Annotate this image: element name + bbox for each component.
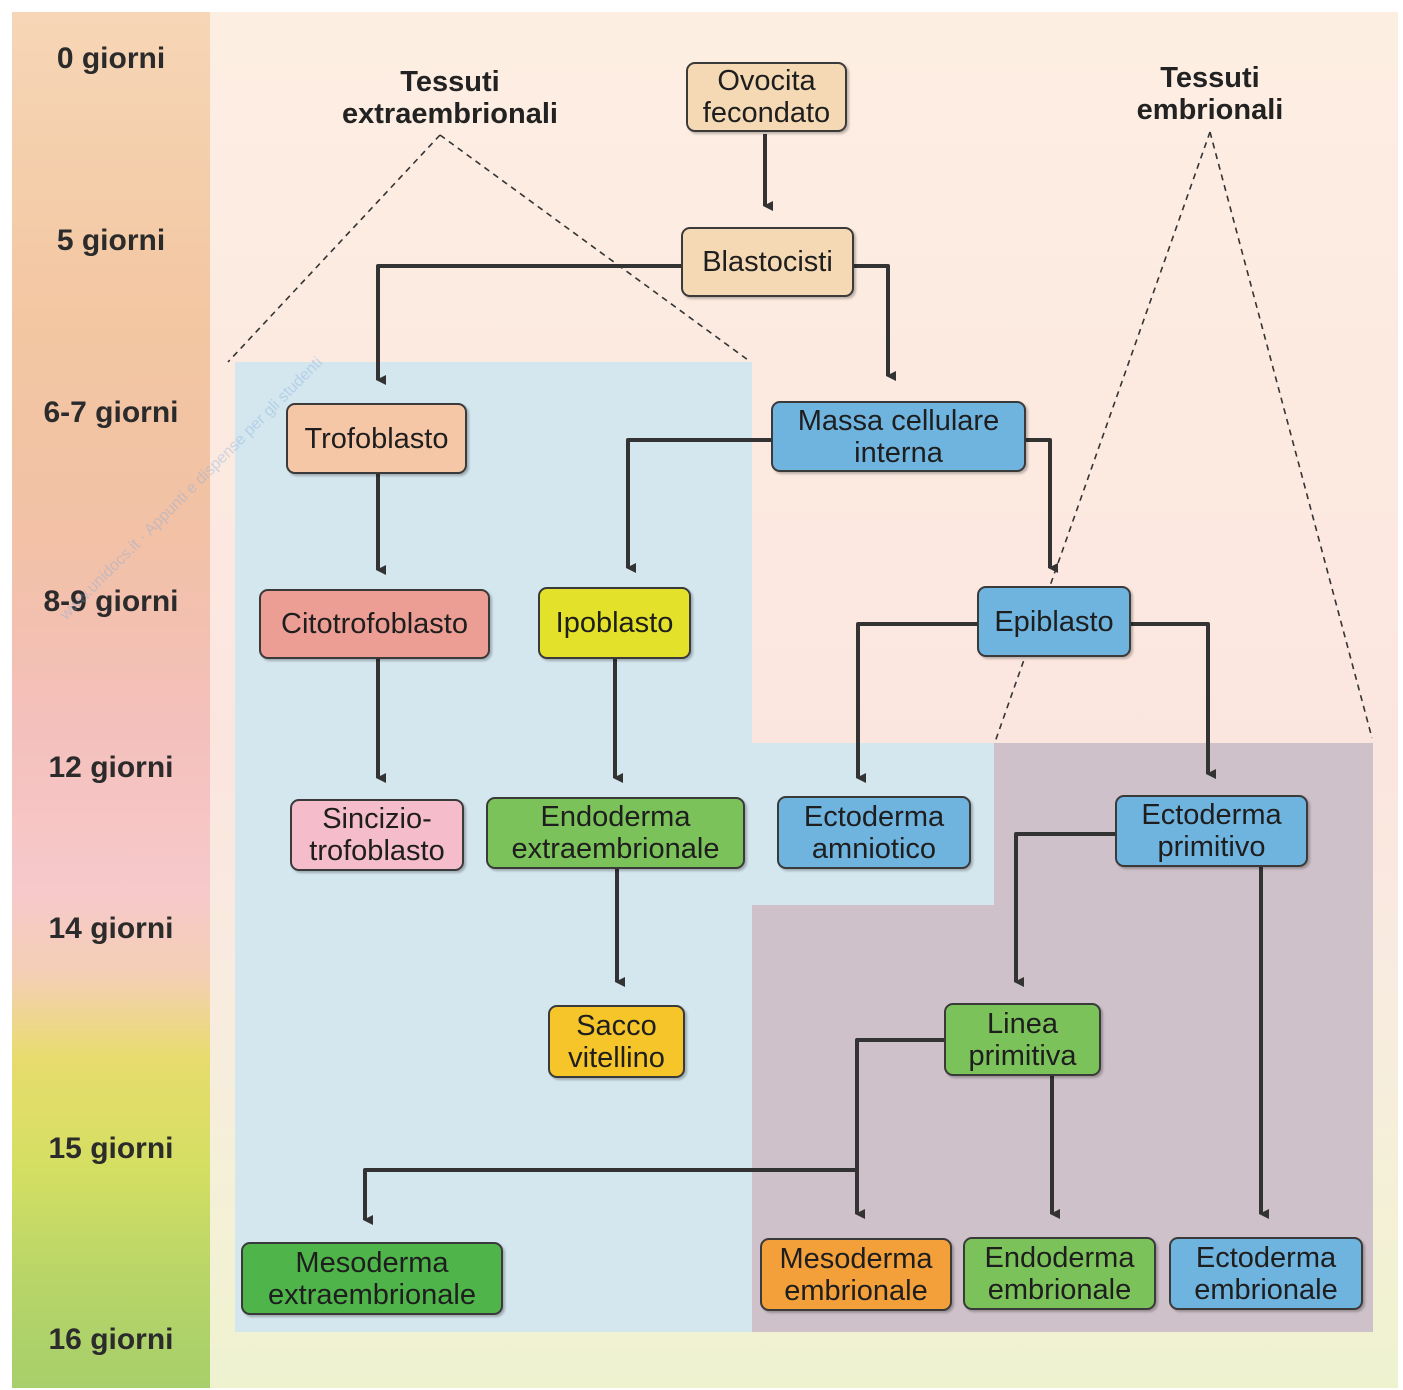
node-massa-cellulare-interna: Massa cellulare interna — [771, 401, 1026, 472]
day-label: 6-7 giorni — [43, 396, 179, 429]
node-mesoderma-extraembrionale: Mesoderma extraembrionale — [241, 1242, 503, 1315]
extraembryonic-label: Tessuti extraembrionali — [342, 66, 558, 130]
node-ectoderma-amniotico: Ectoderma amniotico — [777, 796, 971, 869]
day-label: 0 giorni — [56, 42, 166, 75]
node-endoderma-extraembrionale: Endoderma extraembrionale — [486, 797, 745, 869]
day-label: 16 giorni — [48, 1323, 174, 1356]
timeline-bar — [12, 12, 210, 1388]
node-ectoderma-embrionale: Ectoderma embrionale — [1169, 1237, 1363, 1310]
node-ectoderma-primitivo: Ectoderma primitivo — [1115, 795, 1308, 867]
node-ipoblasto: Ipoblasto — [538, 587, 691, 659]
day-label: 5 giorni — [56, 224, 166, 257]
day-label: 12 giorni — [48, 751, 174, 784]
node-ovocita-fecondato: Ovocita fecondato — [686, 62, 847, 132]
day-label: 14 giorni — [48, 912, 174, 945]
node-trofoblasto: Trofoblasto — [286, 403, 467, 474]
day-label: 15 giorni — [48, 1132, 174, 1165]
node-linea-primitiva: Linea primitiva — [944, 1003, 1101, 1076]
day-label: 8-9 giorni — [43, 585, 179, 618]
node-blastocisti: Blastocisti — [681, 227, 854, 297]
node-mesoderma-embrionale: Mesoderma embrionale — [760, 1238, 952, 1311]
node-endoderma-embrionale: Endoderma embrionale — [963, 1237, 1156, 1310]
embryonic-label: Tessuti embrionali — [1136, 62, 1284, 126]
node-epiblasto: Epiblasto — [977, 586, 1131, 657]
node-sacco-vitellino: Sacco vitellino — [548, 1005, 685, 1078]
node-sinciziotrofoblasto: Sincizio- trofoblasto — [290, 799, 464, 871]
node-citotrofoblasto: Citotrofoblasto — [259, 589, 490, 659]
